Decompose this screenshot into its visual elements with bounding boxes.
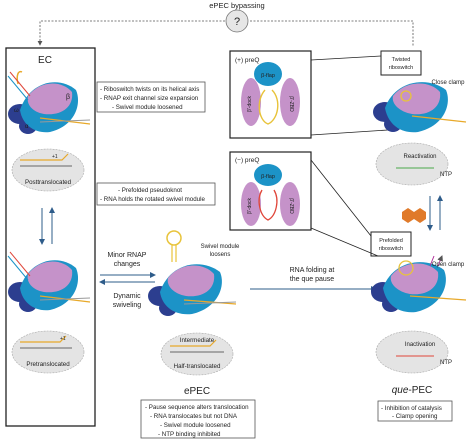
prefolded-line1: Prefolded: [379, 238, 403, 244]
bypass-label: ePEC bypassing: [209, 1, 264, 10]
epec-intermediate: Intermediate: [180, 337, 215, 344]
ec-note1-line3: - Swivel module loosened: [112, 104, 183, 111]
ec-beta-label-top: β: [66, 94, 70, 101]
que-note1: - Inhibition of catalysis: [381, 405, 442, 412]
question-circle: [225, 9, 249, 33]
que-pec-italic: que: [392, 385, 409, 396]
close-clamp: Close clamp: [431, 80, 465, 86]
que-pec-label: que-PEC: [392, 385, 433, 396]
que-pec-suffix: -PEC: [408, 385, 432, 396]
swivel-line1: Swivel module: [201, 244, 240, 250]
ntp-bottom: NTP: [440, 360, 452, 366]
epec-half-translocated: Half-translocated: [174, 363, 221, 370]
epec-note1: - Pause sequence alters translocation: [145, 404, 249, 411]
ec-omega-label-top: ω: [14, 108, 19, 114]
epec-rna: [170, 339, 217, 347]
open-clamp: Open clamp: [432, 262, 465, 268]
ec-note1-line2: - RNAP exit channel size expansion: [100, 95, 199, 102]
que-top-ellipse: [375, 142, 449, 186]
plus-preq-label: (+) preQ: [235, 57, 259, 64]
twisted-riboswitch-box: [380, 50, 422, 76]
que-rnap-bottom: [371, 256, 467, 313]
que-bottom-ellipse: [375, 330, 449, 374]
inset-connector-bottom: [310, 159, 379, 257]
minor-change-line2: changes: [114, 261, 141, 268]
epec-note3: - Swivel module loosened: [160, 422, 231, 429]
ec-post-pos: +1: [52, 154, 58, 160]
que-notes-box: [377, 400, 453, 422]
ec-note2-box: [96, 182, 216, 206]
que-rnap-top: [373, 82, 467, 133]
twisted-line1: Twisted: [392, 57, 411, 63]
dynamic-line2: swiveling: [113, 302, 142, 309]
que-note2: - Clamp opening: [392, 413, 438, 420]
epec-rnap: [148, 264, 237, 316]
swivel-line2: loosens: [210, 252, 231, 258]
ec-pretranslocated: Pretranslocated: [26, 361, 70, 368]
ec-note1-line1: - Riboswitch twists on its helical axis: [100, 86, 199, 93]
ec-note2-line2: - RNA holds the rotated swivel module: [100, 196, 205, 203]
epec-note2: - RNA translocates but not DNA: [150, 413, 238, 420]
rna-folding-line2: the que pause: [290, 276, 334, 283]
ec-alpha-label-top: α: [25, 124, 29, 130]
reactivation-label: Reactivation: [403, 154, 436, 160]
ec-box: [5, 47, 96, 427]
ec-note1-box: [96, 81, 206, 113]
plus-beta-flap: β-flap: [261, 73, 275, 79]
plus-beta-dock: β'-dock: [247, 95, 253, 112]
preq-molecule: [402, 208, 426, 223]
ec-label: EC: [38, 55, 52, 66]
ec-rnap-top: [7, 70, 91, 134]
bypass-line-right: [250, 20, 414, 46]
minus-beta-zbd: β'-ZBD: [288, 198, 294, 214]
minus-beta-dock: β'-dock: [247, 197, 253, 214]
ec-posttranslocated: Posttranslocated: [25, 179, 72, 186]
question-mark: ?: [234, 16, 240, 28]
epec-label: ePEC: [184, 386, 210, 397]
ec-rnap-bottom: [7, 251, 91, 312]
epec-notes-box: [140, 399, 256, 439]
twisted-line2: riboswitch: [389, 65, 413, 71]
epec-hairpin: [166, 230, 182, 262]
minor-change-line1: Minor RNAP: [108, 252, 147, 259]
minus-preq-label: (−) preQ: [235, 157, 259, 164]
ec-pre-pos: +1: [60, 336, 66, 342]
ntp-top: NTP: [440, 172, 452, 178]
inactivation-label: Inactivation: [405, 342, 435, 348]
epec-ellipse: [160, 332, 234, 376]
ec-post-rna: [20, 153, 69, 161]
inset-connector-top: [310, 55, 389, 136]
epec-note4: - NTP binding inhibited: [158, 431, 221, 438]
prefolded-line2: riboswitch: [379, 246, 403, 252]
prefolded-riboswitch-box: [370, 231, 412, 257]
bypass-arrow: [37, 20, 225, 46]
minus-inset-rnap: [241, 164, 300, 226]
ec-pre-rna: [20, 335, 67, 343]
rna-folding-line1: RNA folding at: [290, 267, 335, 274]
ec-note2-line1: - Prefolded pseudoknot: [118, 187, 182, 194]
minus-beta-flap: β-flap: [261, 174, 275, 180]
dynamic-line1: Dynamic: [113, 293, 141, 300]
plus-inset-rnap: [241, 62, 300, 126]
plus-beta-zbd: β'-ZBD: [288, 96, 294, 112]
